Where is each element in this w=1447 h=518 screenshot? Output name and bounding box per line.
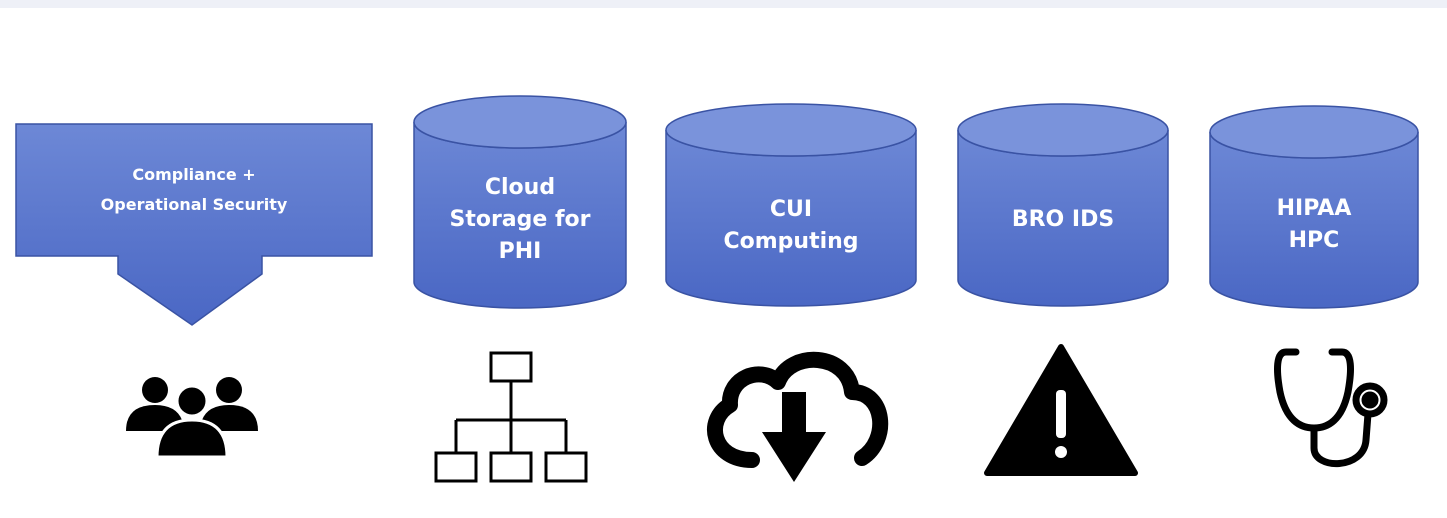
- warning-icon: [984, 344, 1138, 476]
- cylinder-cloud-storage-phi: [413, 95, 627, 309]
- cylinder-cloud-storage-phi-label: Cloud Storage for PHI: [449, 175, 591, 264]
- people-group-icon: [126, 377, 258, 459]
- cylinder-hipaa-hpc-label: HIPAA HPC: [1276, 196, 1352, 253]
- cylinder-cui-computing-label: CUI Computing: [723, 197, 859, 254]
- compliance-callout-label: Compliance + Operational Security: [100, 164, 288, 214]
- top-band: [0, 0, 1447, 8]
- cylinder-bro-ids: [957, 103, 1169, 307]
- cloud-download-icon: [707, 351, 889, 482]
- cylinder-bro-ids-label: BRO IDS: [1011, 207, 1115, 233]
- cylinder-hipaa-hpc: [1209, 105, 1419, 309]
- stethoscope-icon: [1274, 348, 1388, 468]
- cylinder-cui-computing: [665, 103, 917, 307]
- compliance-callout-shape: [15, 123, 373, 326]
- hierarchy-icon: [434, 351, 588, 483]
